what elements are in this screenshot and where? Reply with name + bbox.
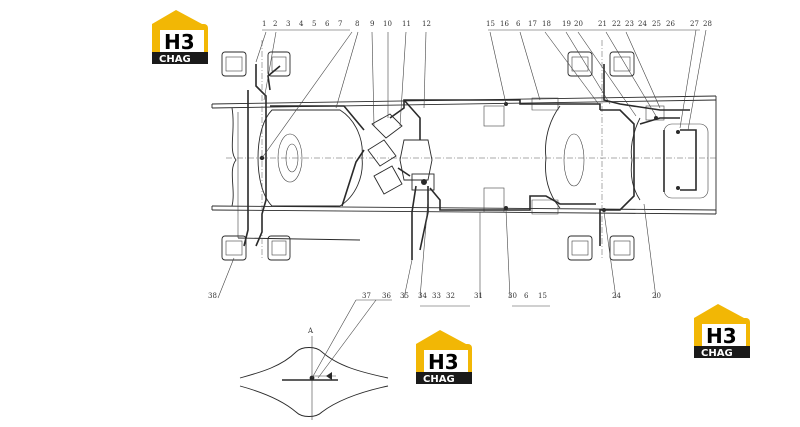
section-detail	[239, 299, 392, 420]
callout-label: 27	[690, 20, 699, 28]
callout-label: 31	[474, 292, 483, 300]
callout-label: 5	[312, 20, 316, 28]
callout-label: 6	[325, 20, 330, 28]
callout-label: 22	[612, 20, 621, 28]
callout-label: 38	[208, 292, 217, 300]
callout-label: 16	[500, 20, 509, 28]
callout-label: 24	[638, 20, 647, 28]
callout-label: 35	[400, 292, 409, 300]
logo-sub-text: CHAG	[423, 374, 455, 385]
rear-axle	[531, 97, 709, 215]
logo-watermark: H3 CHAG	[416, 330, 472, 385]
callout-label: 15	[486, 20, 495, 28]
callout-label: 30	[508, 292, 517, 300]
callout-label: 32	[446, 292, 455, 300]
callout-label: 19	[562, 20, 571, 28]
callout-label: 25	[652, 20, 661, 28]
callout-label: 21	[598, 20, 607, 28]
wheel-rear-top	[567, 51, 635, 77]
logo-main-text: H3	[428, 350, 459, 374]
callout-label: 10	[383, 20, 392, 28]
callout-label: 9	[370, 20, 374, 28]
logo-sub-text: CHAG	[701, 348, 733, 359]
brake-pipes	[243, 64, 697, 260]
callout-label: 26	[666, 20, 675, 28]
callout-label: 11	[402, 20, 411, 28]
callout-label: 17	[528, 20, 537, 28]
callout-label: 1	[262, 20, 266, 28]
callout-label: 15	[538, 292, 547, 300]
callout-label: 23	[625, 20, 634, 28]
detail-axis-label: A	[307, 327, 314, 335]
callouts-top: 1 2 3 4 5 6 7 8 9 10 11 12 15 16 6 17 18…	[262, 20, 712, 28]
logo-sub-text: CHAG	[159, 54, 191, 65]
leader-lines-top	[255, 29, 707, 159]
front-axle	[257, 109, 363, 207]
logo-main-text: H3	[706, 324, 737, 348]
callout-label: 34	[418, 292, 427, 300]
wheel-front-bottom	[221, 235, 291, 261]
wheel-rear-bottom	[567, 235, 635, 261]
callout-label: 6	[524, 292, 529, 300]
wheel-front-left-top	[221, 51, 291, 77]
logo-watermark: H3 CHAG	[694, 304, 750, 359]
callout-label: 7	[338, 20, 342, 28]
callout-label: 37	[362, 292, 371, 300]
callout-label: 4	[299, 20, 304, 28]
callout-label: 12	[422, 20, 431, 28]
callout-label: 2	[273, 20, 277, 28]
leader-lines-bottom	[217, 199, 657, 307]
valve-cluster	[367, 105, 665, 213]
callout-label: 20	[574, 20, 583, 28]
logo-main-text: H3	[164, 30, 195, 54]
callout-label: 36	[382, 292, 391, 300]
axle-centerlines	[226, 40, 716, 260]
logo-watermark: H3 CHAG	[152, 10, 208, 65]
detail-callouts: 37 36 A	[307, 292, 391, 335]
callout-label: 28	[703, 20, 712, 28]
callout-label: 20	[652, 292, 661, 300]
callout-label: 8	[355, 20, 359, 28]
callout-label: 18	[542, 20, 551, 28]
callouts-bottom: 38 35 34 33 32 31 30 6 15 24 20	[208, 292, 661, 300]
callout-label: 24	[612, 292, 621, 300]
callout-label: 33	[432, 292, 441, 300]
callout-label: 6	[516, 20, 521, 28]
callout-label: 3	[286, 20, 290, 28]
